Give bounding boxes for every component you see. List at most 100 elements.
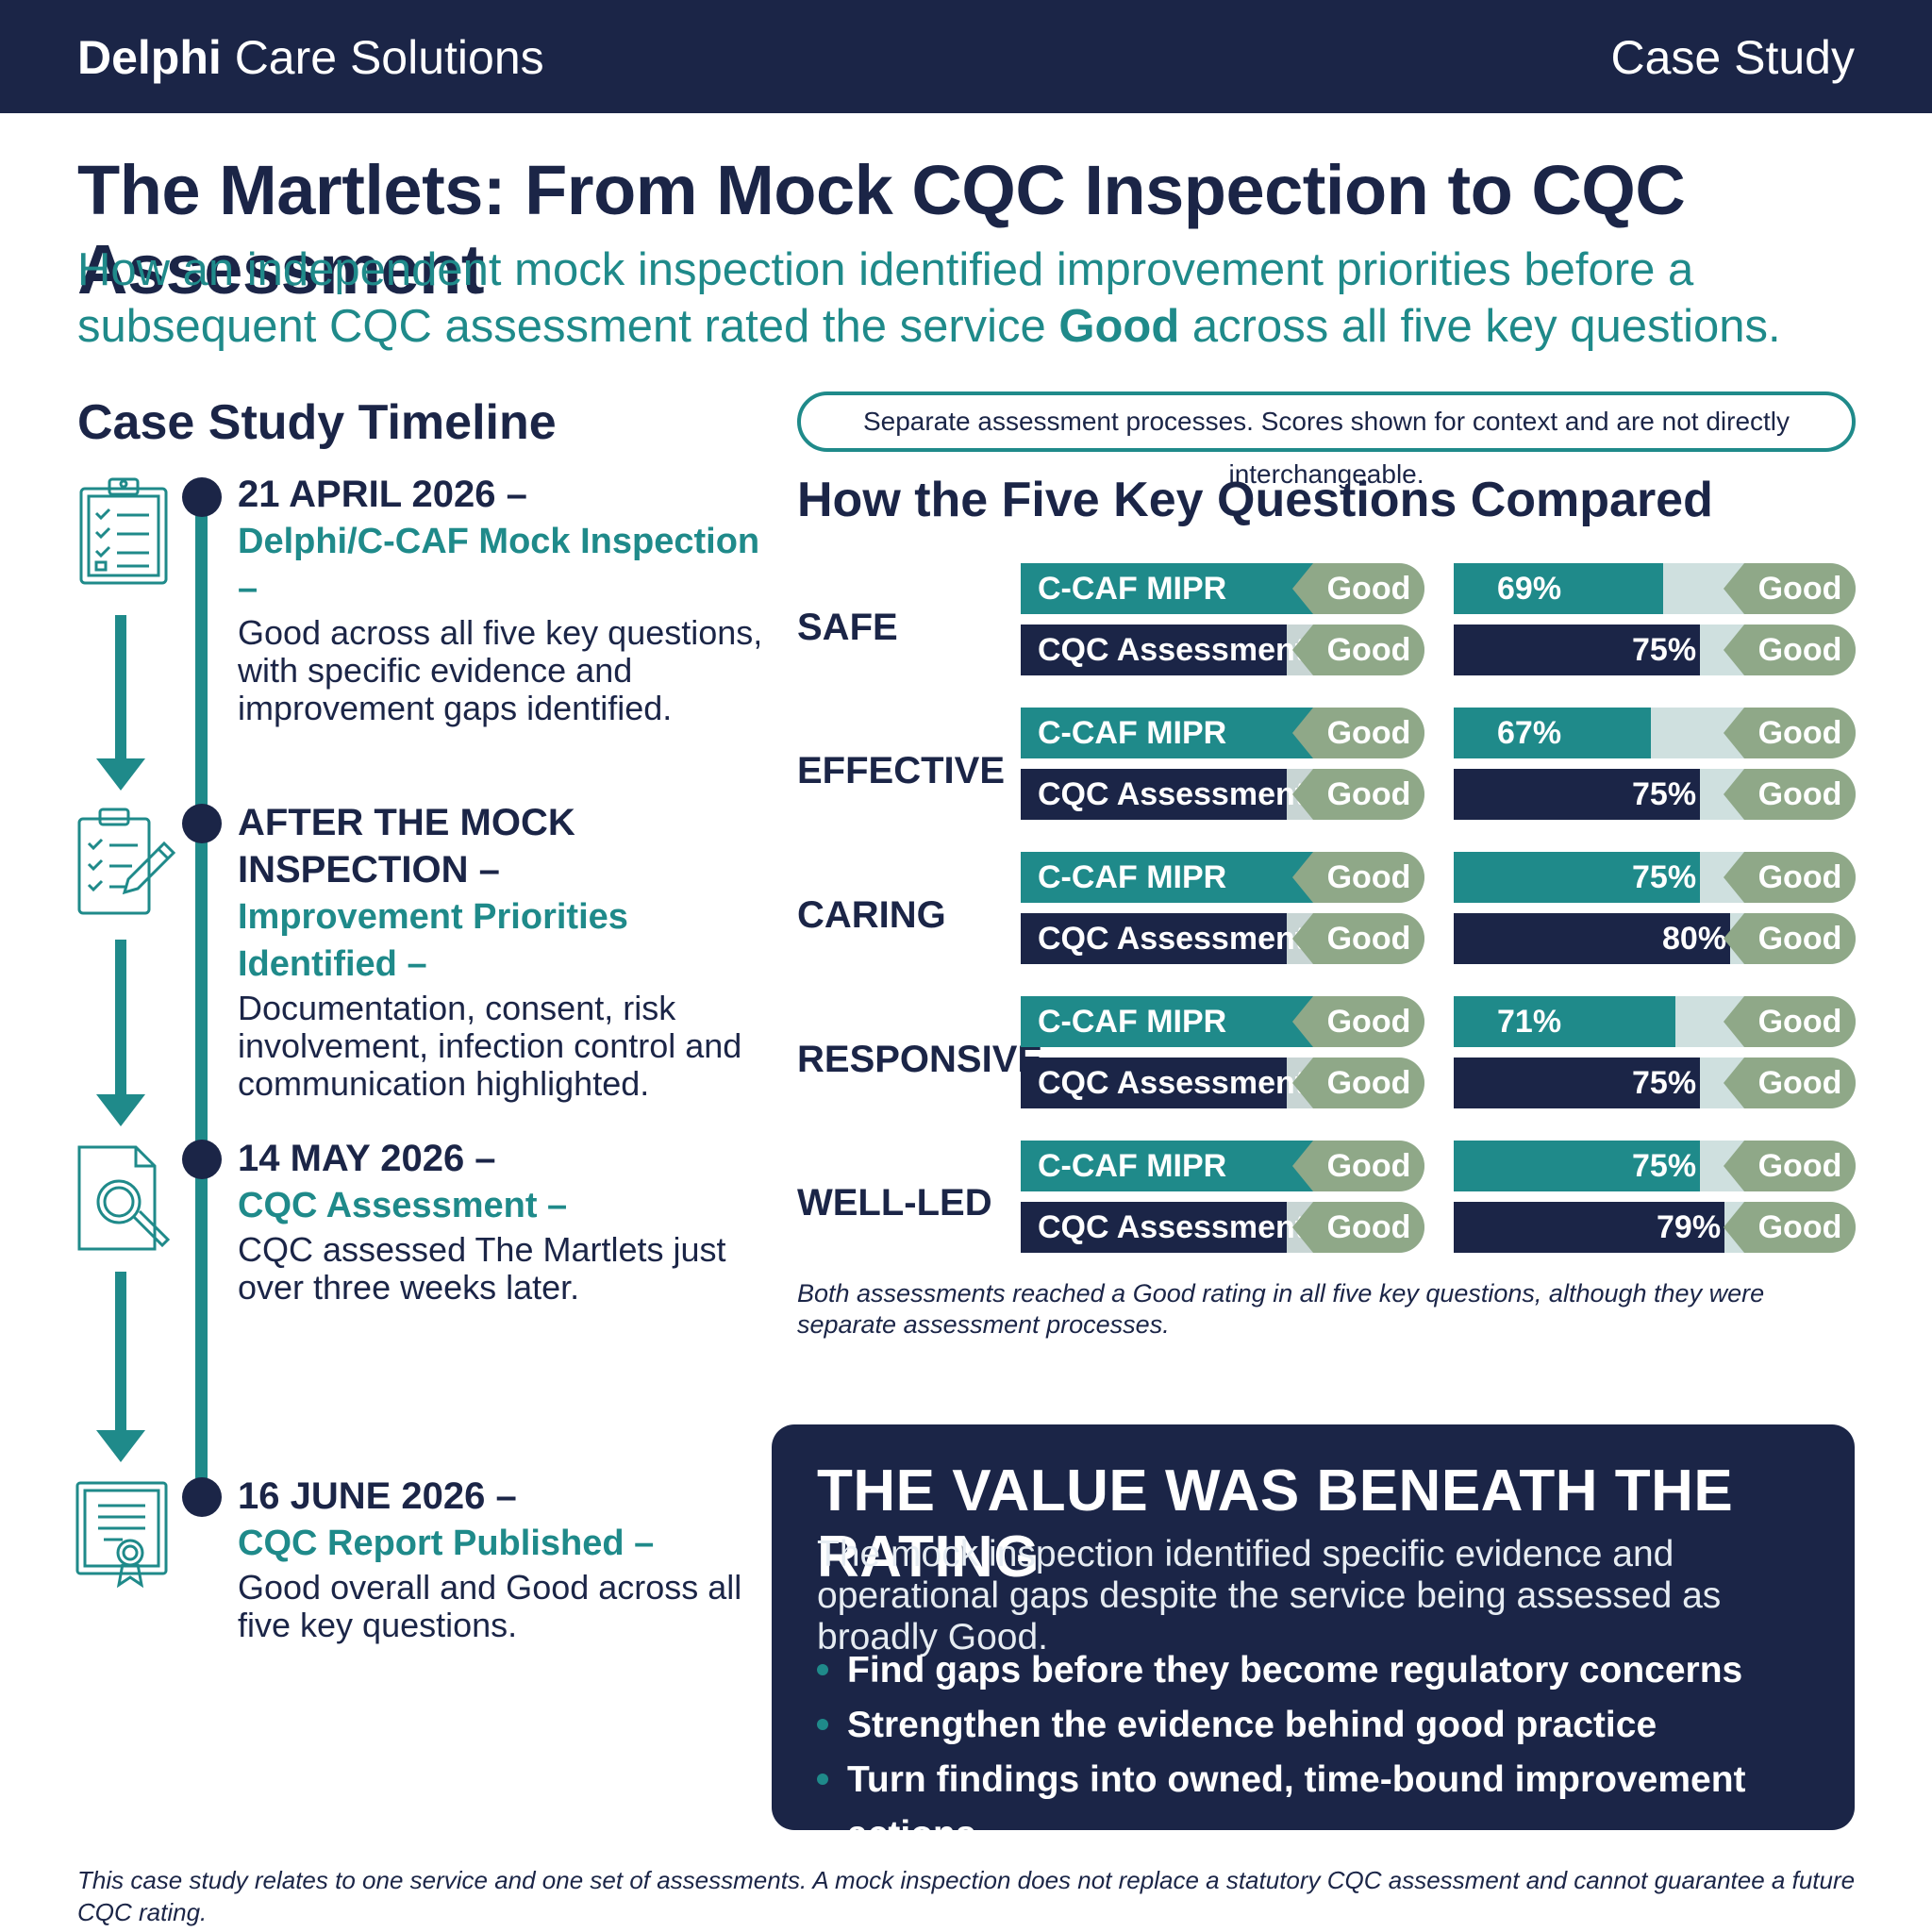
certificate-icon <box>75 1481 168 1589</box>
score-fill <box>1454 1141 1700 1191</box>
series-label: CQC Assessment <box>1038 632 1307 668</box>
subtitle-bold: Good <box>1058 301 1180 352</box>
value-bullet: Find gaps before they become regulatory … <box>817 1643 1817 1698</box>
score-value: 75% <box>1632 1148 1697 1184</box>
page-subtitle: How an independent mock inspection ident… <box>77 242 1851 355</box>
score-fill <box>1454 852 1700 903</box>
comparison-footnote: Both assessments reached a Good rating i… <box>797 1279 1765 1339</box>
score-value: 67% <box>1497 715 1562 751</box>
value-bullet: Strengthen the evidence behind good prac… <box>817 1698 1817 1753</box>
score-bar: 75%Good <box>1454 1058 1856 1108</box>
score-fill <box>1454 1058 1700 1108</box>
bar-fill <box>1021 625 1288 675</box>
brand-name-rest: Care Solutions <box>221 31 544 84</box>
value-bullet-text: Turn findings into owned, time-bound imp… <box>847 1759 1746 1855</box>
key-question-label: CARING <box>797 894 946 936</box>
rating-bar: C-CAF MIPR Good <box>1021 563 1424 614</box>
timeline-date: 16 JUNE 2026 – <box>238 1475 517 1517</box>
timeline-subtitle: CQC Report Published – <box>238 1524 655 1563</box>
timeline-description: Good overall and Good across all five ke… <box>238 1568 742 1644</box>
score-bar: 75%Good <box>1454 852 1856 903</box>
comparison-disclaimer: Separate assessment processes. Scores sh… <box>797 391 1856 489</box>
brand-logo: Delphi Care Solutions <box>77 32 544 83</box>
value-text: The mock inspection identified specific … <box>817 1534 1722 1657</box>
score-bar: 67%Good <box>1454 708 1856 758</box>
rating-badge: Good <box>1292 1058 1424 1108</box>
value-callout: THE VALUE WAS BENEATH THE RATING The moc… <box>772 1424 1855 1855</box>
key-question-label: RESPONSIVE <box>797 1039 1043 1080</box>
timeline-heading: Case Study Timeline <box>77 395 557 450</box>
comparison-heading: How the Five Key Questions Compared <box>797 473 1713 527</box>
score-value: 69% <box>1497 571 1562 607</box>
value-title: THE VALUE WAS BENEATH THE RATING <box>817 1458 1734 1590</box>
bar-fill <box>1021 563 1347 614</box>
score-value: 75% <box>1632 776 1697 812</box>
timeline-dot <box>182 1477 222 1517</box>
value-list: Find gaps before they become regulatory … <box>817 1643 1817 1862</box>
key-question-label: EFFECTIVE <box>797 750 1006 791</box>
bar-fill <box>1021 913 1288 964</box>
rating-badge: Good <box>1292 769 1424 820</box>
timeline-dot <box>182 477 222 517</box>
score-bar: 79%Good <box>1454 1202 1856 1253</box>
timeline-description: Documentation, consent, risk involvement… <box>238 989 742 1103</box>
score-fill <box>1454 769 1700 820</box>
rating-badge: Good <box>1292 996 1424 1047</box>
rating-badge: Good <box>1292 563 1424 614</box>
document-type: Case Study <box>1610 31 1855 84</box>
series-label: C-CAF MIPR <box>1038 1004 1227 1040</box>
rating-badge: Good <box>1724 852 1856 903</box>
timeline-dot <box>182 1140 222 1179</box>
score-bar: 75%Good <box>1454 1141 1856 1191</box>
value-bullet-text: Strengthen the evidence behind good prac… <box>847 1705 1657 1745</box>
page-title: The Martlets: From Mock CQC Inspection t… <box>77 151 1686 308</box>
rating-badge: Good <box>1724 769 1856 820</box>
score-value: 75% <box>1632 632 1697 668</box>
timeline-subtitle: CQC Assessment – <box>238 1186 568 1225</box>
score-value: 79% <box>1657 1209 1722 1245</box>
timeline-date: AFTER THE MOCK INSPECTION – <box>238 802 575 891</box>
rating-badge: Good <box>1292 625 1424 675</box>
bar-fill <box>1021 1202 1288 1253</box>
header-bar: Delphi Care Solutions Case Study <box>0 0 1932 113</box>
bar-fill <box>1021 1058 1288 1108</box>
series-label: CQC Assessment <box>1038 921 1307 957</box>
value-bullet-text: Find gaps before they become regulatory … <box>847 1650 1743 1690</box>
key-question-label: SAFE <box>797 607 898 648</box>
score-value: 80% <box>1662 921 1727 957</box>
bullet-icon <box>817 1664 828 1675</box>
brand-name-bold: Delphi <box>77 31 222 84</box>
score-bar: 75%Good <box>1454 625 1856 675</box>
timeline-line <box>195 498 208 1498</box>
series-label: C-CAF MIPR <box>1038 571 1227 607</box>
subtitle-post: across all five key questions. <box>1179 301 1781 352</box>
rating-badge: Good <box>1292 708 1424 758</box>
bar-fill <box>1021 769 1288 820</box>
timeline-item: 21 APRIL 2026 – Delphi/C-CAF Mock Inspec… <box>238 471 785 727</box>
series-label: CQC Assessment <box>1038 1209 1307 1245</box>
score-bar: 80%Good <box>1454 913 1856 964</box>
score-bar: 75% Good <box>1454 769 1856 820</box>
score-value: 71% <box>1497 1004 1562 1040</box>
series-label: CQC Assessment <box>1038 776 1307 812</box>
timeline-description: CQC assessed The Martlets just over thre… <box>238 1230 726 1307</box>
rating-badge: Good <box>1292 913 1424 964</box>
clipboard-checklist-icon <box>79 477 168 585</box>
timeline-arrow-down <box>96 1272 145 1462</box>
timeline-arrow-down <box>96 940 145 1126</box>
score-fill <box>1454 563 1663 614</box>
rating-badge: Good <box>1292 1202 1424 1253</box>
rating-badge: Good <box>1724 563 1856 614</box>
score-bar: 71%Good <box>1454 996 1856 1047</box>
score-fill <box>1454 708 1651 758</box>
timeline-description: Good across all five key questions, with… <box>238 613 763 727</box>
rating-badge: Good <box>1292 852 1424 903</box>
bullet-icon <box>817 1719 828 1730</box>
document-magnifier-icon <box>77 1145 171 1251</box>
